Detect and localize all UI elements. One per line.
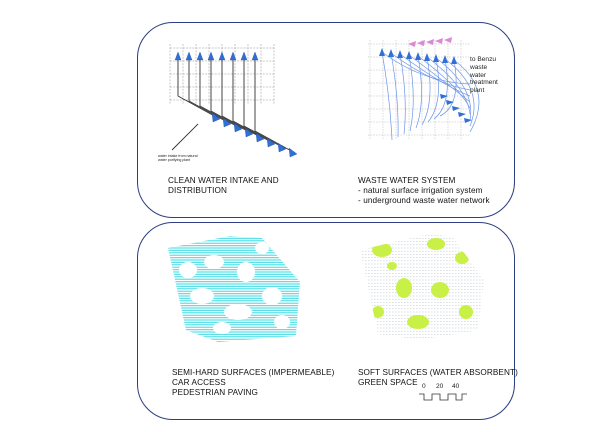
scale-label-40: 40 bbox=[452, 383, 460, 390]
green-patch bbox=[387, 262, 397, 270]
intake-note: water intake from natural water purifyin… bbox=[158, 154, 198, 163]
up-arrow bbox=[218, 51, 226, 61]
paving-gap bbox=[190, 288, 214, 304]
waste-curve bbox=[453, 59, 480, 133]
waste-curve bbox=[427, 57, 440, 123]
paving-gap bbox=[213, 322, 231, 334]
green-patch bbox=[431, 282, 449, 298]
waste-arrow bbox=[433, 54, 439, 62]
outlet-note: to Benzu waste water treatment plant bbox=[470, 56, 498, 95]
scale-label-20: 20 bbox=[436, 383, 444, 390]
waste-arrow bbox=[379, 48, 385, 56]
waste-curve bbox=[381, 51, 471, 85]
paving-gap bbox=[237, 262, 255, 282]
waste-curve bbox=[390, 52, 399, 138]
waste-water-diagram bbox=[368, 37, 480, 141]
soft-surface-map bbox=[360, 235, 484, 338]
paving-gap bbox=[179, 262, 197, 278]
paving-gap bbox=[274, 315, 290, 329]
waste-water-caption: WASTE WATER SYSTEM - natural surface irr… bbox=[358, 176, 490, 205]
waste-curve bbox=[415, 55, 422, 129]
waste-curve bbox=[421, 56, 431, 126]
waste-arrow bbox=[451, 56, 457, 64]
green-patch bbox=[396, 278, 412, 298]
waste-arrow bbox=[397, 50, 403, 58]
waste-arrow bbox=[442, 55, 448, 63]
semi-hard-caption: SEMI-HARD SURFACES (IMPERMEABLE) CAR ACC… bbox=[172, 368, 335, 397]
right-arrow bbox=[211, 112, 221, 123]
waste-arrow bbox=[388, 49, 394, 57]
waste-curve bbox=[408, 54, 414, 132]
waste-curve bbox=[417, 55, 471, 109]
waste-curve bbox=[408, 54, 471, 103]
semi-hard-surface-map bbox=[168, 236, 300, 342]
outlet-arrow bbox=[426, 39, 434, 45]
scale-bar: 0 20 40 bbox=[418, 383, 470, 403]
right-arrow bbox=[277, 142, 287, 153]
up-arrow bbox=[207, 51, 215, 61]
green-patch bbox=[459, 305, 473, 319]
pipe-line bbox=[177, 58, 219, 119]
up-arrow bbox=[229, 51, 237, 61]
waste-curve bbox=[399, 53, 406, 135]
outlet-arrow bbox=[408, 41, 416, 47]
right-arrow bbox=[255, 132, 265, 143]
paving-gap bbox=[224, 304, 252, 320]
up-arrow bbox=[251, 51, 259, 61]
waste-curve bbox=[439, 59, 457, 117]
right-arrow bbox=[244, 127, 254, 138]
waste-curve bbox=[426, 56, 471, 115]
green-patch bbox=[372, 243, 392, 257]
waste-curve bbox=[435, 57, 472, 121]
scale-bar-graphic bbox=[419, 393, 467, 401]
waste-arrow bbox=[464, 118, 472, 123]
up-arrow bbox=[196, 51, 204, 61]
outlet-arrow bbox=[417, 40, 425, 46]
waste-arrow bbox=[424, 53, 430, 61]
waste-arrow bbox=[440, 94, 448, 99]
up-arrow bbox=[174, 51, 182, 61]
right-arrow bbox=[266, 137, 276, 148]
clean-water-diagram bbox=[169, 44, 298, 158]
right-arrow bbox=[233, 122, 243, 133]
clean-water-caption: CLEAN WATER INTAKE AND DISTRIBUTION bbox=[168, 176, 279, 195]
outlet-arrow bbox=[435, 38, 443, 44]
waste-arrow bbox=[406, 51, 412, 59]
green-patch bbox=[455, 252, 469, 264]
outlet-arrow bbox=[444, 37, 452, 43]
green-patch bbox=[427, 238, 445, 250]
water-systems-panel bbox=[137, 22, 515, 218]
up-arrow bbox=[185, 51, 193, 61]
waste-curve bbox=[381, 51, 393, 141]
waste-arrow bbox=[415, 52, 421, 60]
scale-label-0: 0 bbox=[422, 383, 426, 390]
waste-arrow bbox=[458, 112, 466, 117]
right-arrow bbox=[222, 117, 232, 128]
soft-surface-caption: SOFT SURFACES (WATER ABSORBENT) GREEN SP… bbox=[358, 368, 518, 387]
paving-gap bbox=[262, 287, 282, 305]
waste-arrow bbox=[446, 100, 454, 105]
waste-curve bbox=[399, 53, 471, 97]
pipe-line bbox=[199, 58, 241, 129]
green-patch bbox=[407, 315, 429, 329]
right-arrow bbox=[288, 147, 298, 158]
up-arrow bbox=[240, 51, 248, 61]
waste-curve bbox=[444, 58, 475, 127]
paving-gap bbox=[255, 242, 269, 254]
waste-curve bbox=[390, 52, 471, 91]
pipe-line bbox=[210, 58, 252, 134]
paving-gap bbox=[204, 255, 224, 269]
waste-arrow bbox=[452, 106, 460, 111]
intake-line bbox=[171, 123, 199, 151]
surfaces-panel bbox=[137, 222, 515, 420]
green-patch bbox=[372, 306, 384, 318]
